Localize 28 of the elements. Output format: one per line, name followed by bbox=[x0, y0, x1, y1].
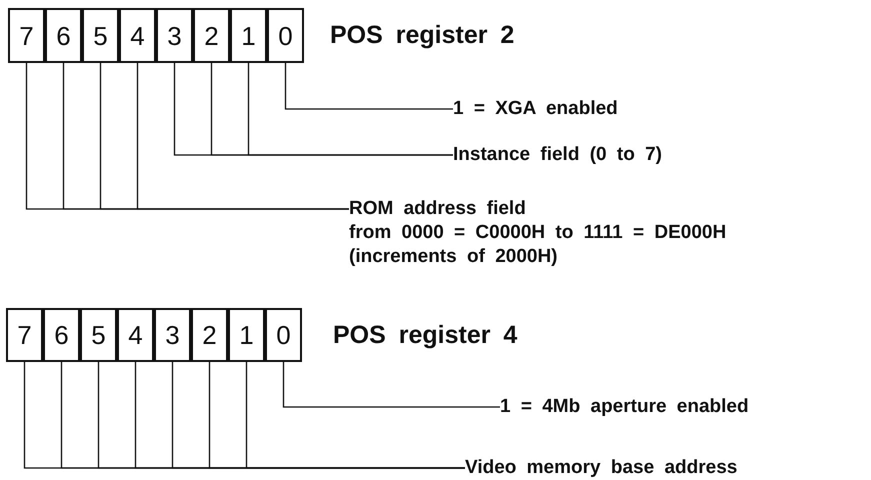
bit-cell: 7 bbox=[8, 8, 45, 63]
bit-cell: 6 bbox=[43, 308, 80, 362]
bit-cell: 0 bbox=[265, 308, 302, 362]
bit-cell: 5 bbox=[80, 308, 117, 362]
register-title: POS register 2 bbox=[330, 20, 514, 50]
field-description: 1 = XGA enabled bbox=[453, 97, 618, 121]
bit-cell: 0 bbox=[267, 8, 304, 63]
bit-cell: 3 bbox=[156, 8, 193, 63]
field-description: Video memory base address bbox=[465, 456, 738, 480]
bit-cell: 2 bbox=[191, 308, 228, 362]
bit-cell: 7 bbox=[6, 308, 43, 362]
bit-cell: 1 bbox=[228, 308, 265, 362]
bit-cell: 3 bbox=[154, 308, 191, 362]
register-title: POS register 4 bbox=[333, 320, 518, 350]
field-description: Instance field (0 to 7) bbox=[453, 143, 662, 167]
bit-cell: 6 bbox=[45, 8, 82, 63]
field-description: 1 = 4Mb aperture enabled bbox=[500, 395, 749, 419]
leader-line bbox=[284, 63, 453, 110]
bit-cell: 2 bbox=[193, 8, 230, 63]
bit-cell: 5 bbox=[82, 8, 119, 63]
field-description: ROM address field bbox=[349, 197, 527, 221]
bit-cell: 4 bbox=[117, 308, 154, 362]
field-description: from 0000 = C0000H to 1111 = DE000H bbox=[349, 221, 726, 245]
field-description: (increments of 2000H) bbox=[349, 245, 559, 269]
bit-cell: 1 bbox=[230, 8, 267, 63]
bit-cell: 4 bbox=[119, 8, 156, 63]
leader-line bbox=[248, 63, 453, 156]
leader-line bbox=[282, 362, 500, 408]
